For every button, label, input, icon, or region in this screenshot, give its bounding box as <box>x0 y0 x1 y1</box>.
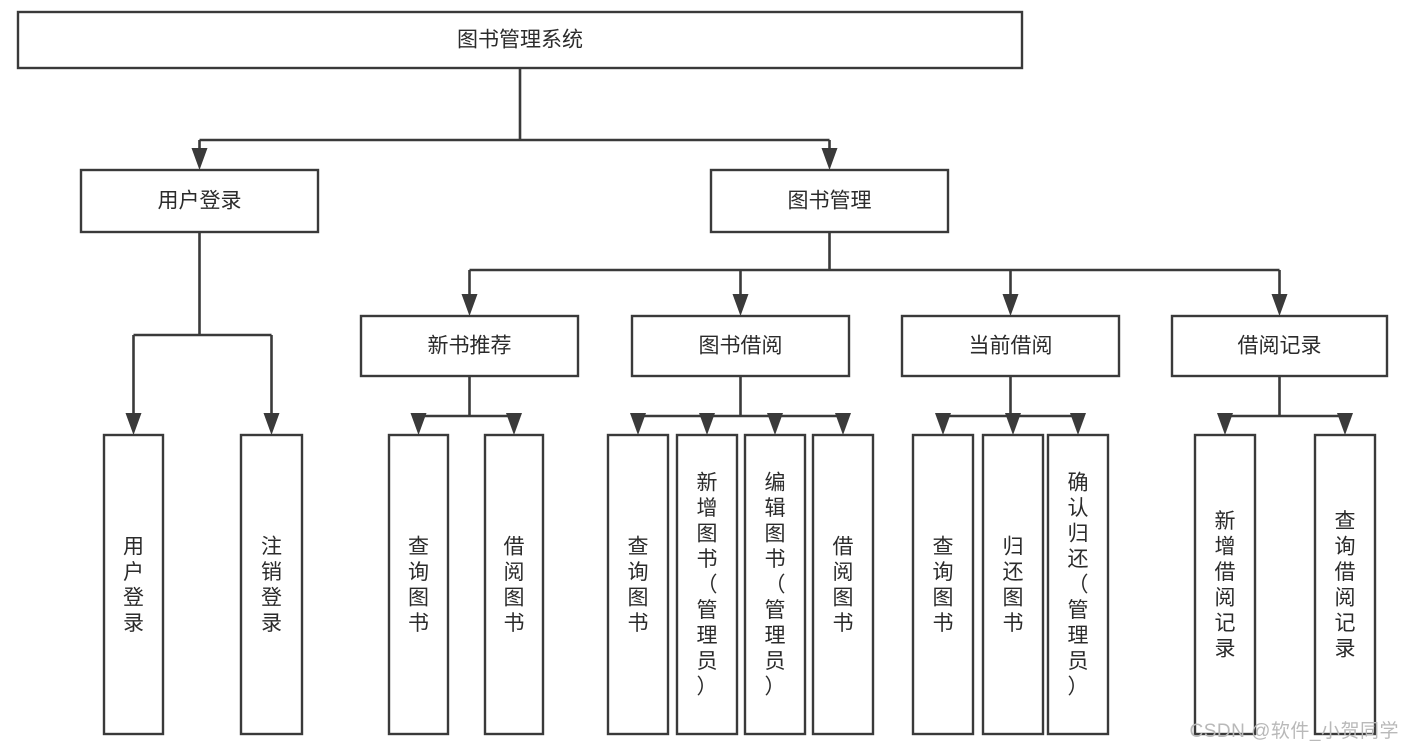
node-leaf-confirm-return[interactable]: 确认归还（管理员） <box>1046 433 1110 736</box>
arrow-head-icon <box>125 413 142 435</box>
connector-layer <box>125 68 1353 435</box>
edge-group-root <box>191 68 838 170</box>
arrow-head-icon <box>935 413 951 435</box>
arrow-head-icon <box>1070 413 1086 435</box>
node-box <box>911 433 975 736</box>
node-label: 借阅图书 <box>504 535 525 635</box>
node-box <box>79 168 320 234</box>
node-label: 借阅记录 <box>1238 335 1322 358</box>
arrow-head-icon <box>191 148 208 170</box>
edge-group-current-borrow <box>935 376 1086 435</box>
node-label: 图书借阅 <box>699 335 783 358</box>
node-box <box>630 314 851 378</box>
node-box <box>16 10 1024 70</box>
node-box <box>900 314 1121 378</box>
node-label: 编辑图书（管理员） <box>765 472 786 699</box>
arrow-head-icon <box>767 413 783 435</box>
node-leaf-return-book[interactable]: 归还图书 <box>981 433 1045 736</box>
arrow-head-icon <box>1005 413 1021 435</box>
node-box <box>981 433 1045 736</box>
arrow-head-icon <box>1002 294 1019 316</box>
arrow-head-icon <box>1337 413 1353 435</box>
node-leaf-edit-book[interactable]: 编辑图书（管理员） <box>743 433 807 736</box>
edge-group-book-manage <box>461 232 1288 316</box>
node-box <box>1313 433 1377 736</box>
node-label: 图书管理系统 <box>457 29 583 52</box>
node-box <box>387 433 450 736</box>
node-label: 查询图书 <box>933 535 954 635</box>
arrow-head-icon <box>410 413 427 435</box>
node-box <box>1170 314 1389 378</box>
node-layer: 图书管理系统用户登录图书管理新书推荐图书借阅当前借阅借阅记录用户登录注销登录查询… <box>16 10 1389 736</box>
arrow-head-icon <box>630 413 646 435</box>
node-box <box>1046 433 1110 736</box>
node-box <box>606 433 670 736</box>
node-label: 借阅图书 <box>833 535 854 635</box>
node-label: 注销登录 <box>261 535 282 635</box>
arrow-head-icon <box>506 413 522 435</box>
node-leaf-borrow-book-rec[interactable]: 借阅图书 <box>483 433 545 736</box>
arrow-head-icon <box>732 294 749 316</box>
node-current-borrow[interactable]: 当前借阅 <box>900 314 1121 378</box>
node-box <box>709 168 950 234</box>
node-root[interactable]: 图书管理系统 <box>16 10 1024 70</box>
node-box <box>743 433 807 736</box>
node-box <box>483 433 545 736</box>
node-box <box>1193 433 1257 736</box>
node-leaf-query-book-rec[interactable]: 查询图书 <box>387 433 450 736</box>
node-leaf-add-book[interactable]: 新增图书（管理员） <box>675 433 739 736</box>
arrow-head-icon <box>835 413 851 435</box>
node-label: 查询图书 <box>408 535 429 635</box>
node-label: 当前借阅 <box>969 335 1053 358</box>
node-book-manage[interactable]: 图书管理 <box>709 168 950 234</box>
node-leaf-add-record[interactable]: 新增借阅记录 <box>1193 433 1257 736</box>
node-leaf-query-book-borrow[interactable]: 查询图书 <box>606 433 670 736</box>
node-new-book-rec[interactable]: 新书推荐 <box>359 314 580 378</box>
node-user-login[interactable]: 用户登录 <box>79 168 320 234</box>
node-box <box>811 433 875 736</box>
node-label: 新增借阅记录 <box>1215 510 1236 661</box>
node-borrow-records[interactable]: 借阅记录 <box>1170 314 1389 378</box>
node-label: 用户登录 <box>123 535 144 635</box>
node-label: 归还图书 <box>1003 535 1024 635</box>
node-label: 用户登录 <box>158 190 242 213</box>
arrow-head-icon <box>1217 413 1233 435</box>
node-box <box>675 433 739 736</box>
node-box <box>359 314 580 378</box>
arrow-head-icon <box>461 294 478 316</box>
arrow-head-icon <box>263 413 280 435</box>
edge-group-new-book-rec <box>410 376 522 435</box>
node-label: 图书管理 <box>788 190 872 213</box>
arrow-head-icon <box>821 148 838 170</box>
node-leaf-user-login[interactable]: 用户登录 <box>102 433 165 736</box>
node-box <box>102 433 165 736</box>
node-box <box>239 433 304 736</box>
node-label: 新增图书（管理员） <box>697 472 718 699</box>
arrow-head-icon <box>1271 294 1288 316</box>
node-label: 查询借阅记录 <box>1335 510 1356 661</box>
node-label: 确认归还（管理员） <box>1068 472 1089 699</box>
edge-group-user-login <box>125 232 280 435</box>
node-leaf-user-logout[interactable]: 注销登录 <box>239 433 304 736</box>
node-leaf-borrow-book[interactable]: 借阅图书 <box>811 433 875 736</box>
arrow-head-icon <box>699 413 715 435</box>
edge-group-book-borrow <box>630 376 851 435</box>
node-book-borrow[interactable]: 图书借阅 <box>630 314 851 378</box>
node-label: 查询图书 <box>628 535 649 635</box>
node-label: 新书推荐 <box>428 335 512 358</box>
node-leaf-query-book-current[interactable]: 查询图书 <box>911 433 975 736</box>
edge-group-borrow-records <box>1217 376 1353 435</box>
node-leaf-query-record[interactable]: 查询借阅记录 <box>1313 433 1377 736</box>
